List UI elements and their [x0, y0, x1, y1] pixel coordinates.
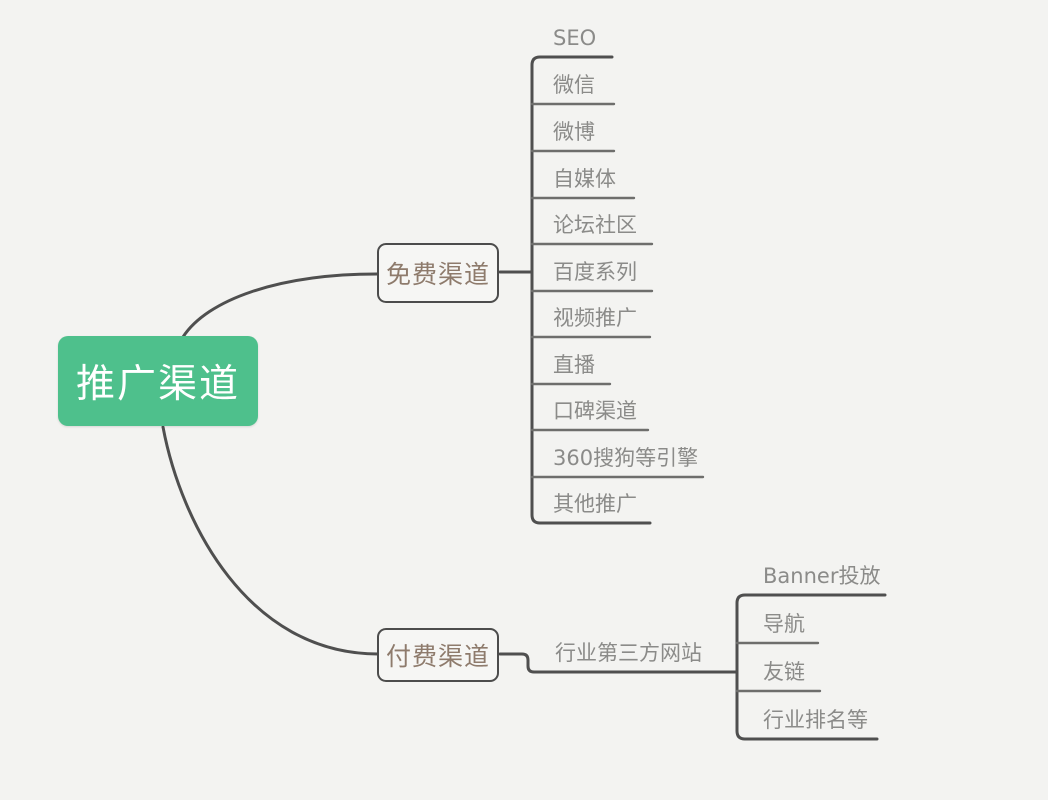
paid-trunk-up-banner-line	[735, 593, 887, 674]
subtopic-word-of-mouth[interactable]: 口碑渠道	[553, 399, 637, 423]
subtopic-360-sogou-engines[interactable]: 360搜狗等引擎	[553, 446, 699, 470]
branch-topic-free-channels[interactable]: 免费渠道	[377, 243, 499, 303]
subtopic-baidu-series[interactable]: 百度系列	[553, 260, 637, 284]
root-topic-promotion-channels[interactable]: 推广渠道	[58, 336, 258, 426]
curve-root-to-paid	[161, 425, 380, 656]
free-trunk-up-seo-line	[530, 55, 614, 274]
subtopic-weibo[interactable]: 微博	[553, 120, 595, 144]
subtopic-seo[interactable]: SEO	[553, 26, 597, 50]
subtopic-industry-third-party-sites[interactable]: 行业第三方网站	[555, 641, 702, 665]
curve-root-to-free	[181, 272, 379, 339]
branch-topic-paid-channels[interactable]: 付费渠道	[377, 628, 499, 682]
subtopic-friend-links[interactable]: 友链	[763, 660, 805, 684]
subtopic-navigation[interactable]: 导航	[763, 612, 805, 636]
subtopic-industry-ranking[interactable]: 行业排名等	[763, 708, 868, 732]
subtopic-forum-community[interactable]: 论坛社区	[553, 213, 637, 237]
subtopic-live-streaming[interactable]: 直播	[553, 353, 595, 377]
subtopic-banner-placement[interactable]: Banner投放	[763, 564, 881, 588]
paid-trunk-down-ranking-line	[735, 670, 879, 741]
paid-branch-connector-and-site-underline	[498, 652, 739, 674]
free-trunk-down-qita-line	[530, 270, 652, 525]
subtopic-wechat[interactable]: 微信	[553, 73, 595, 97]
subtopic-video-promotion[interactable]: 视频推广	[553, 306, 637, 330]
subtopic-other-promotion[interactable]: 其他推广	[553, 492, 637, 516]
subtopic-self-media[interactable]: 自媒体	[553, 167, 616, 191]
